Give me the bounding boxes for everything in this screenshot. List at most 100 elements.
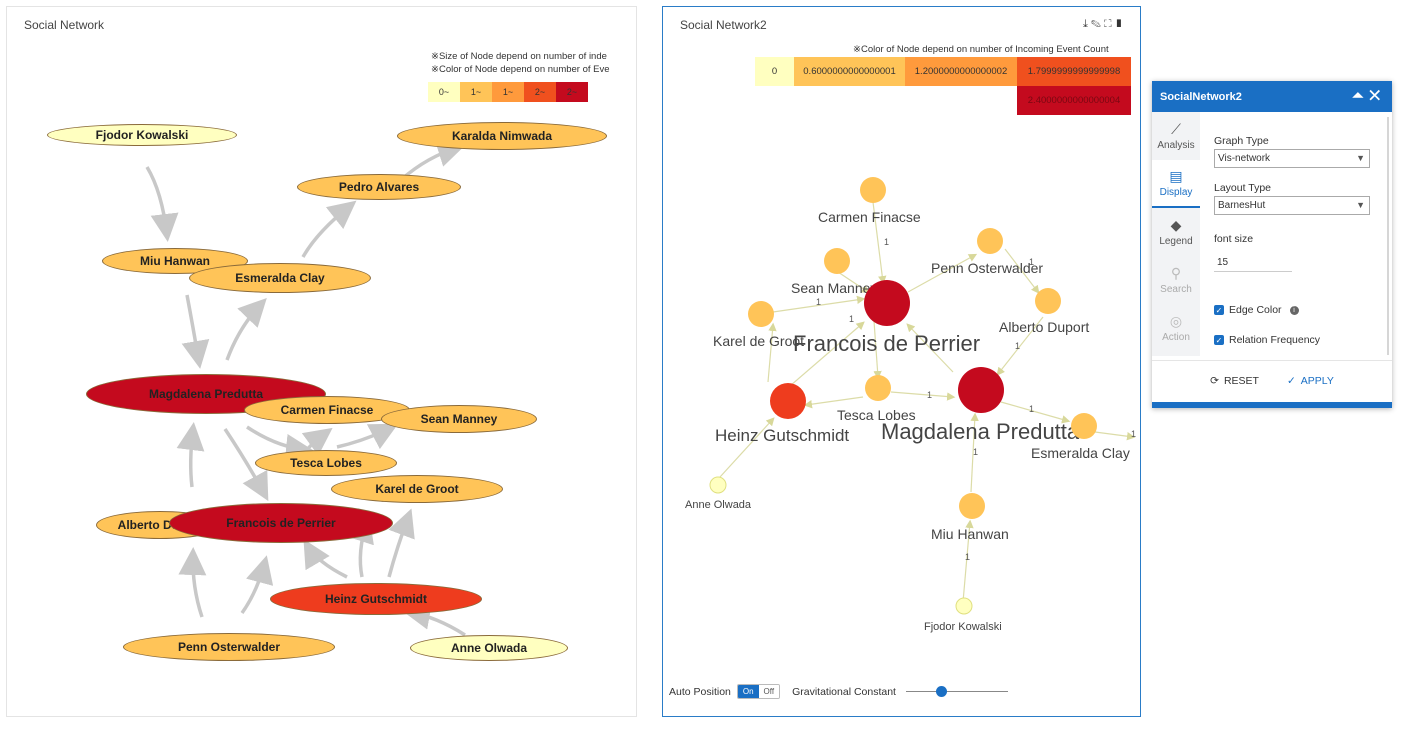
node-karel[interactable]: Karel de Groot: [713, 301, 804, 349]
graph-type-label: Graph Type: [1214, 135, 1269, 147]
node-label: Esmeralda Clay: [235, 271, 325, 285]
node-label: Karel de Groot: [375, 482, 459, 496]
node-circle[interactable]: [977, 228, 1003, 254]
scrollbar[interactable]: [1387, 117, 1389, 355]
node-penn[interactable]: Penn Osterwalder: [931, 228, 1043, 276]
node-label: Karel de Groot: [713, 333, 804, 349]
slider-thumb[interactable]: [935, 685, 947, 697]
node-circle[interactable]: [824, 248, 850, 274]
legend-item: 1~: [460, 82, 492, 102]
node-anne[interactable]: Anne Olwada: [685, 476, 752, 511]
node-francois[interactable]: Francois de Perrier: [169, 503, 393, 543]
legend-icon: ◆: [1170, 217, 1182, 233]
node-heinz[interactable]: Heinz Gutschmidt: [715, 383, 849, 445]
node-fjodor[interactable]: Fjodor Kowalski: [924, 597, 1002, 633]
node-circle[interactable]: [748, 301, 774, 327]
node-esmeralda[interactable]: Esmeralda Clay: [1031, 413, 1130, 461]
graph-controls: Auto Position On Off Gravitational Const…: [669, 684, 1008, 699]
auto-position-toggle[interactable]: On Off: [736, 684, 781, 699]
node-penn[interactable]: Penn Osterwalder: [123, 633, 335, 661]
node-circle[interactable]: [958, 367, 1004, 413]
node-label: Anne Olwada: [685, 499, 752, 511]
node-circle[interactable]: [860, 177, 886, 203]
node-label: Sean Manney: [420, 412, 498, 426]
collapse-icon[interactable]: ⏶: [1352, 87, 1370, 103]
node-circle[interactable]: [1071, 413, 1097, 439]
tab-action[interactable]: ◎ Action: [1152, 304, 1200, 352]
node-fjodor[interactable]: Fjodor Kowalski: [47, 124, 237, 146]
close-icon[interactable]: ✕: [1369, 87, 1386, 103]
node-carmen[interactable]: Carmen Finacse: [244, 396, 410, 424]
checkbox-label: Edge Color: [1229, 304, 1282, 316]
edge-label: 1: [1015, 341, 1020, 351]
panel-toolbar: ⤓✎⛶▮: [1083, 18, 1126, 31]
color-legend: 0 0.6000000000000001 1.2000000000000002 …: [755, 57, 1131, 115]
node-tesca[interactable]: Tesca Lobes: [255, 450, 397, 476]
node-circle[interactable]: [959, 493, 985, 519]
apply-button[interactable]: ✓ APPLY: [1287, 375, 1334, 387]
graph-type-select[interactable]: Vis-network ▼: [1214, 149, 1370, 168]
edge-color-checkbox[interactable]: ✓ Edge Color i: [1214, 304, 1299, 316]
node-tesca[interactable]: Tesca Lobes: [837, 375, 916, 423]
settings-dialog: SocialNetwork2 ⏶✕ ⟋ Analysis ▤ Display ◆…: [1152, 81, 1392, 408]
resize-handle[interactable]: [1152, 402, 1392, 408]
relation-frequency-checkbox[interactable]: ✓ Relation Frequency: [1214, 334, 1320, 346]
tab-legend[interactable]: ◆ Legend: [1152, 208, 1200, 256]
toggle-off[interactable]: Off: [758, 685, 780, 698]
edge-label: 1: [884, 237, 889, 247]
node-label: Penn Osterwalder: [177, 640, 281, 654]
network-graph[interactable]: [7, 7, 637, 717]
gravity-slider[interactable]: [905, 685, 1008, 698]
chevron-down-icon: ▼: [1356, 153, 1365, 163]
check-icon: ✓: [1214, 335, 1224, 345]
node-circle[interactable]: [770, 383, 806, 419]
node-carmen[interactable]: Carmen Finacse: [818, 177, 921, 225]
auto-position-label: Auto Position: [669, 685, 731, 698]
download-icon[interactable]: ⤓: [1083, 18, 1091, 30]
layout-type-label: Layout Type: [1214, 182, 1272, 194]
info-icon[interactable]: i: [1289, 305, 1299, 315]
tab-search[interactable]: ⚲ Search: [1152, 256, 1200, 304]
node-label: Esmeralda Clay: [1031, 445, 1130, 461]
node-esmeralda[interactable]: Esmeralda Clay: [189, 263, 371, 293]
node-label: Carmen Finacse: [280, 403, 374, 417]
node-circle[interactable]: [1035, 288, 1061, 314]
node-circle[interactable]: [709, 476, 727, 494]
toggle-on[interactable]: On: [737, 685, 759, 698]
chevron-down-icon: ▼: [1356, 200, 1365, 210]
node-karalda[interactable]: Karalda Nimwada: [397, 122, 607, 150]
color-note: ※Color of Node depend on number of Incom…: [853, 44, 1109, 55]
node-sean[interactable]: Sean Manney: [381, 405, 537, 433]
button-label: RESET: [1223, 375, 1259, 387]
layout-type-select[interactable]: BarnesHut ▼: [1214, 196, 1370, 215]
node-miu[interactable]: Miu Hanwan: [931, 493, 1009, 542]
tab-label: Legend: [1159, 236, 1193, 247]
social-network-panel: Social Network ※Size of Node depend on n…: [6, 6, 637, 717]
node-pedro[interactable]: Pedro Alvares: [297, 174, 461, 200]
tab-display[interactable]: ▤ Display: [1152, 160, 1200, 208]
font-size-input[interactable]: 15: [1214, 253, 1292, 272]
node-francois[interactable]: Francois de Perrier: [793, 280, 980, 356]
node-circle[interactable]: [865, 375, 891, 401]
node-karel[interactable]: Karel de Groot: [331, 475, 503, 503]
columns-icon[interactable]: ▮: [1114, 18, 1126, 30]
expand-icon[interactable]: ⛶: [1103, 18, 1115, 30]
checkbox-label: Relation Frequency: [1229, 334, 1321, 346]
node-label: Heinz Gutschmidt: [715, 426, 849, 445]
node-anne[interactable]: Anne Olwada: [410, 635, 568, 661]
legend-item: 0: [755, 57, 794, 86]
node-circle[interactable]: [864, 280, 910, 326]
edit-icon[interactable]: ✎: [1090, 18, 1104, 30]
node-label: Fjodor Kowalski: [95, 128, 189, 142]
node-magdalena[interactable]: Magdalena Predutta: [881, 367, 1080, 444]
node-label: Miu Hanwan: [139, 254, 210, 268]
node-heinz[interactable]: Heinz Gutschmidt: [270, 583, 482, 615]
node-alberto[interactable]: Alberto Duport: [999, 288, 1089, 335]
tab-analysis[interactable]: ⟋ Analysis: [1152, 112, 1200, 160]
node-label: Fjodor Kowalski: [924, 621, 1002, 633]
node-circle[interactable]: [955, 597, 973, 615]
reset-button[interactable]: ⟳ RESET: [1210, 375, 1259, 387]
edge-label: 1: [816, 297, 821, 307]
node-sean[interactable]: Sean Manney: [791, 248, 877, 296]
